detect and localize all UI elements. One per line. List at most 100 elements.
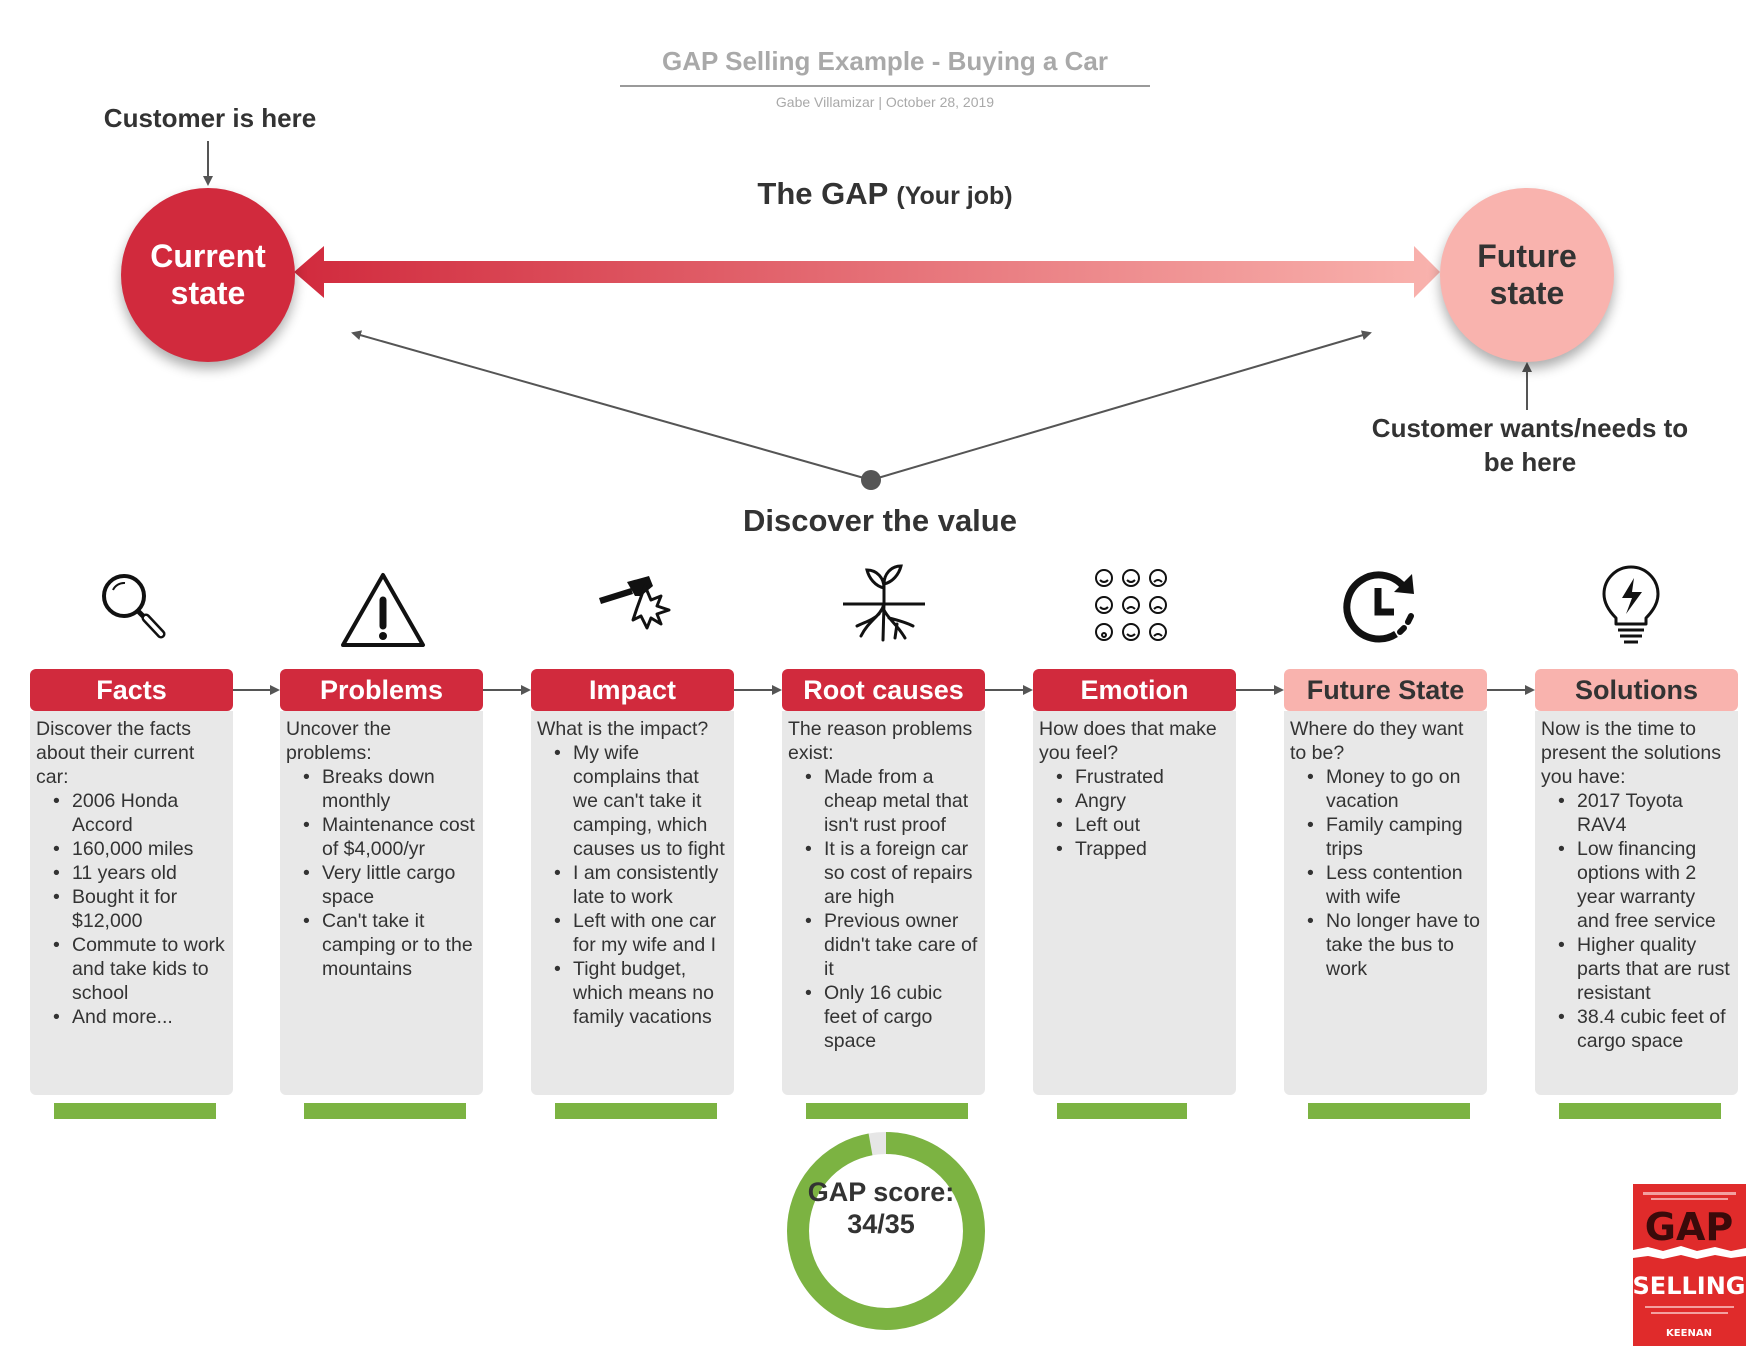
- stage-body: Discover the facts about their current c…: [30, 711, 233, 1119]
- stage-card-impact: Impact What is the impact? My wife compl…: [531, 669, 734, 1119]
- stage-intro: How does that make you feel?: [1039, 718, 1217, 764]
- discover-value-label: Discover the value: [743, 503, 1017, 538]
- list-item: My wife complains that we can't take it …: [551, 741, 729, 861]
- stage-card-solutions: Solutions Now is the time to present the…: [1535, 669, 1738, 1119]
- gap-title: The GAP (Your job): [650, 176, 1120, 212]
- discover-line-right: [870, 330, 1372, 481]
- stage-title: Solutions: [1535, 669, 1738, 711]
- list-item: Left out: [1053, 813, 1231, 837]
- list-item: 11 years old: [50, 861, 228, 885]
- stage-card-facts: Facts Discover the facts about their cur…: [30, 669, 233, 1119]
- stage-progress-fill: [1057, 1103, 1187, 1119]
- stage-intro: Now is the time to present the solutions…: [1541, 718, 1721, 788]
- stage-title: Impact: [531, 669, 734, 711]
- list-item: 2017 Toyota RAV4: [1555, 789, 1733, 837]
- future-state-label: Future state: [1477, 238, 1577, 311]
- stage-title: Problems: [280, 669, 483, 711]
- stage-progress-bar: [304, 1103, 466, 1119]
- future-state-circle: Future state: [1440, 188, 1614, 362]
- stage-progress-fill: [806, 1103, 968, 1119]
- list-item: Less contention with wife: [1304, 861, 1482, 909]
- page-title: GAP Selling Example - Buying a Car: [620, 46, 1150, 87]
- list-item: 2006 Honda Accord: [50, 789, 228, 837]
- stage-body: Uncover the problems: Breaks down monthl…: [280, 711, 483, 1119]
- clock-future-icon: [1334, 560, 1424, 650]
- stage-body: How does that make you feel? Frustrated …: [1033, 711, 1236, 1119]
- gap-selling-book-cover: GAP SELLING KEENAN: [1633, 1184, 1746, 1346]
- stage-card-root-causes: Root causes The reason problems exist: M…: [782, 669, 985, 1119]
- stage-card-emotion: Emotion How does that make you feel? Fru…: [1033, 669, 1236, 1119]
- list-item: 160,000 miles: [50, 837, 228, 861]
- list-item: Maintenance cost of $4,000/yr: [300, 813, 478, 861]
- list-item: Family camping trips: [1304, 813, 1482, 861]
- emotion-faces-icon: [1086, 560, 1176, 650]
- book-title-top: GAP: [1645, 1205, 1733, 1249]
- stage-body: The reason problems exist: Made from a c…: [782, 711, 985, 1119]
- stage-card-future-state: Future State Where do they want to be? M…: [1284, 669, 1487, 1119]
- list-item: Commute to work and take kids to school: [50, 933, 228, 1005]
- customer-is-here-label: Customer is here: [103, 103, 317, 133]
- list-item: Only 16 cubic feet of cargo space: [802, 981, 980, 1053]
- stage-progress-bar: [1559, 1103, 1721, 1119]
- lightbulb-icon: [1586, 560, 1676, 650]
- discover-line-left: [351, 330, 872, 481]
- stage-title: Future State: [1284, 669, 1487, 711]
- stage-bullets: Made from a cheap metal that isn't rust …: [802, 765, 980, 1053]
- stage-bullets: My wife complains that we can't take it …: [551, 741, 729, 1029]
- page-header: GAP Selling Example - Buying a Car Gabe …: [620, 46, 1150, 110]
- stage-progress-fill: [304, 1103, 466, 1119]
- stage-bullets: 2017 Toyota RAV4 Low financing options w…: [1555, 789, 1733, 1053]
- list-item: Can't take it camping or to the mountain…: [300, 909, 478, 981]
- sprout-roots-icon: [839, 560, 929, 650]
- stage-body: What is the impact? My wife complains th…: [531, 711, 734, 1119]
- stage-body: Now is the time to present the solutions…: [1535, 711, 1738, 1119]
- stage-title: Facts: [30, 669, 233, 711]
- stage-intro: The reason problems exist:: [788, 718, 973, 764]
- stage-progress-fill: [1559, 1103, 1721, 1119]
- magnifying-glass-icon: [91, 560, 181, 650]
- list-item: 38.4 cubic feet of cargo space: [1555, 1005, 1733, 1053]
- list-item: I am consistently late to work: [551, 861, 729, 909]
- current-state-circle: Current state: [121, 188, 295, 362]
- gap-title-main: The GAP: [757, 176, 888, 211]
- stage-progress-bar: [806, 1103, 968, 1119]
- list-item: Bought it for $12,000: [50, 885, 228, 933]
- stage-body: Where do they want to be? Money to go on…: [1284, 711, 1487, 1119]
- stage-progress-fill: [1308, 1103, 1470, 1119]
- stage-progress-bar: [1308, 1103, 1470, 1119]
- stage-intro: Discover the facts about their current c…: [36, 718, 195, 788]
- list-item: And more...: [50, 1005, 228, 1029]
- list-item: No longer have to take the bus to work: [1304, 909, 1482, 981]
- stage-intro: What is the impact?: [537, 718, 709, 740]
- stage-bullets: 2006 Honda Accord 160,000 miles 11 years…: [50, 789, 228, 1029]
- stage-card-problems: Problems Uncover the problems: Breaks do…: [280, 669, 483, 1119]
- gap-score-label: GAP score: 34/35: [807, 1177, 955, 1239]
- stage-progress-bar: [1057, 1103, 1219, 1119]
- list-item: Higher quality parts that are rust resis…: [1555, 933, 1733, 1005]
- discover-dot: [861, 470, 881, 490]
- current-state-label: Current state: [150, 238, 266, 311]
- list-item: Made from a cheap metal that isn't rust …: [802, 765, 980, 837]
- gap-title-sub: (Your job): [896, 182, 1013, 210]
- stage-intro: Where do they want to be?: [1290, 718, 1464, 764]
- list-item: It is a foreign car so cost of repairs a…: [802, 837, 980, 909]
- stage-bullets: Frustrated Angry Left out Trapped: [1053, 765, 1231, 861]
- list-item: Money to go on vacation: [1304, 765, 1482, 813]
- list-item: Tight budget, which means no family vaca…: [551, 957, 729, 1029]
- stage-progress-fill: [54, 1103, 216, 1119]
- gap-double-arrow: [294, 246, 1440, 298]
- stage-progress-bar: [54, 1103, 216, 1119]
- stage-intro: Uncover the problems:: [286, 718, 392, 764]
- warning-triangle-icon: [338, 560, 428, 650]
- list-item: Frustrated: [1053, 765, 1231, 789]
- stage-progress-fill: [555, 1103, 717, 1119]
- list-item: Breaks down monthly: [300, 765, 478, 813]
- stage-title: Root causes: [782, 669, 985, 711]
- stage-title: Emotion: [1033, 669, 1236, 711]
- hammer-impact-icon: [591, 560, 681, 650]
- stage-bullets: Money to go on vacation Family camping t…: [1304, 765, 1482, 981]
- stage-progress-bar: [555, 1103, 717, 1119]
- list-item: Low financing options with 2 year warran…: [1555, 837, 1733, 933]
- score-ring-progress: [787, 1132, 985, 1330]
